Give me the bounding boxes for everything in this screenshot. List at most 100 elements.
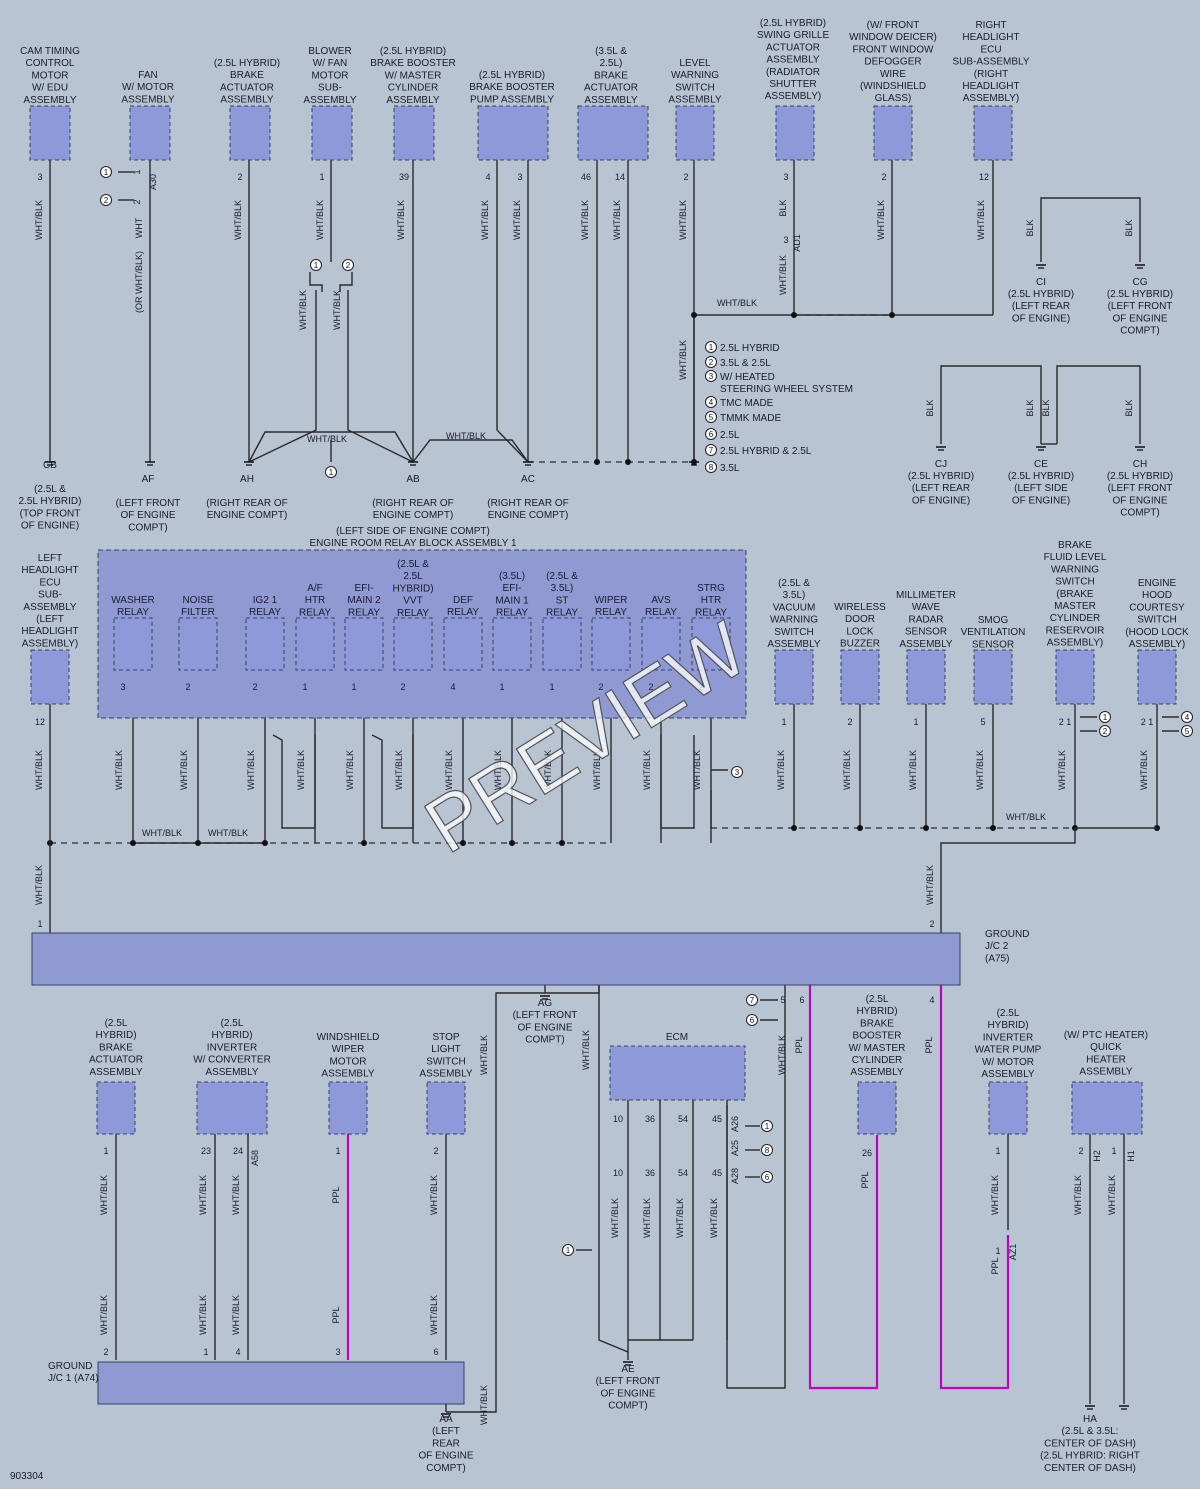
relay-wire-label-5: WHT/BLK: [394, 750, 404, 790]
mid-component-0: [774, 649, 814, 705]
wire-blower-1: [248, 290, 317, 463]
mid-cond-4-num: 4: [1185, 713, 1190, 722]
relay-7: [492, 617, 532, 671]
relay-bus-node: [460, 840, 466, 846]
bottom-quick-heater: [1071, 1081, 1143, 1135]
jc1-pin-3: 3: [335, 1347, 340, 1357]
legend-circle-4: [705, 396, 717, 408]
ground-id-CB: CB: [43, 460, 57, 471]
relay-wire-label-4: WHT/BLK: [345, 750, 355, 790]
legend-circle-6-num: 6: [709, 430, 714, 439]
wire-label-b3-2: WHT/BLK: [429, 1295, 439, 1335]
pin-grille: 3: [783, 172, 788, 182]
jc1-pin-1: 1: [203, 1347, 208, 1357]
ecm-pin-b-1: 36: [645, 1168, 655, 1178]
bottom-pin-1b: 24: [233, 1146, 243, 1156]
mid-component-wire-label-1: WHT/BLK: [842, 750, 852, 790]
relay-pin-2: 2: [252, 682, 257, 692]
relay-pin-5: 2: [400, 682, 405, 692]
relay-wire-label-1: WHT/BLK: [179, 750, 189, 790]
bottom-component-3: [426, 1081, 466, 1135]
top-component-booster: [393, 105, 435, 161]
wire-label-cg: BLK: [1124, 219, 1134, 236]
ppl-wire-pump: [939, 985, 1010, 1390]
jc2-pin-2: 2: [929, 919, 934, 929]
relay-5: [393, 617, 433, 671]
legend-text-1: 2.5L HYBRID: [720, 343, 780, 354]
blower-cond-2-num: 2: [346, 261, 351, 270]
wire-label-heater-1: WHT/BLK: [1107, 1175, 1117, 1215]
fan-cond-1: [100, 166, 112, 178]
wire-label-bus-2: WHT/BLK: [446, 431, 486, 441]
wire-label-jc2-ppl: PPL: [794, 1036, 804, 1053]
relay-pin-1: 2: [185, 682, 190, 692]
bottom-inverter-pump: [988, 1081, 1028, 1135]
top-component-grille: [775, 105, 815, 161]
wire-label-ag-2: WHT/BLK: [581, 1030, 591, 1070]
top-component-level: [675, 105, 715, 161]
relay-1: [178, 617, 218, 671]
pin-level: 2: [683, 172, 688, 182]
mid-component-pin-4: 2 1: [1059, 717, 1072, 727]
wire-label-deicer: WHT/BLK: [876, 200, 886, 240]
wire-label-heater-2: WHT/BLK: [1073, 1175, 1083, 1215]
top-component-blower: [311, 105, 353, 161]
wire-label-relay-bus-1: WHT/BLK: [142, 828, 182, 838]
jc1-pin-2: 2: [103, 1347, 108, 1357]
wire-label-b2-2: PPL: [331, 1306, 341, 1323]
ae-cond-1-num: 1: [566, 1246, 571, 1255]
blower-brace-r: [339, 272, 353, 292]
top-component-fan: [129, 105, 171, 161]
wire-label-grille: BLK: [778, 199, 788, 216]
ground-id-AH: AH: [240, 474, 254, 485]
wire-label-headlight-r: WHT/BLK: [976, 200, 986, 240]
ecm-pin-3: 45: [712, 1114, 722, 1124]
ecm-wire-label-2: WHT/BLK: [675, 1198, 685, 1238]
ecm-pin-2: 54: [678, 1114, 688, 1124]
ground-id-CG: CG: [1133, 277, 1148, 288]
legend-circle-1: [705, 341, 717, 353]
mid-component-pin-2: 1: [913, 717, 918, 727]
cond-7-num: 7: [750, 996, 755, 1005]
wire-label-ci: BLK: [1025, 219, 1035, 236]
mid-bus-node: [791, 825, 797, 831]
mid-component-3: [973, 649, 1013, 705]
relay-pin-11: 2: [698, 682, 703, 692]
relay-8: [542, 617, 582, 671]
mid-cond-1-num: 1: [1103, 713, 1108, 722]
relay-wire-label-10: WHT/BLK: [642, 750, 652, 790]
ground-id-AB: AB: [406, 474, 420, 485]
cond-6: [746, 1014, 758, 1026]
top-component-headlight_r: [973, 105, 1013, 161]
wire-label-blower-2: WHT/BLK: [332, 290, 342, 330]
wire-pump-join: [496, 429, 529, 463]
relay-bus-node: [195, 840, 201, 846]
bottom-pin-3: 2: [433, 1146, 438, 1156]
wire-label-ce-1: BLK: [1025, 399, 1035, 416]
mid-component-wire-label-2: WHT/BLK: [908, 750, 918, 790]
wire-label-left-headlight-2: WHT/BLK: [34, 865, 44, 905]
ecm-pin-b-2: 54: [678, 1168, 688, 1178]
wire-label-jc2: WHT/BLK: [925, 865, 935, 905]
relay-bus-node: [361, 840, 367, 846]
wire-label-brake35-14: WHT/BLK: [612, 200, 622, 240]
fan-cond-1-num: 1: [104, 168, 109, 177]
